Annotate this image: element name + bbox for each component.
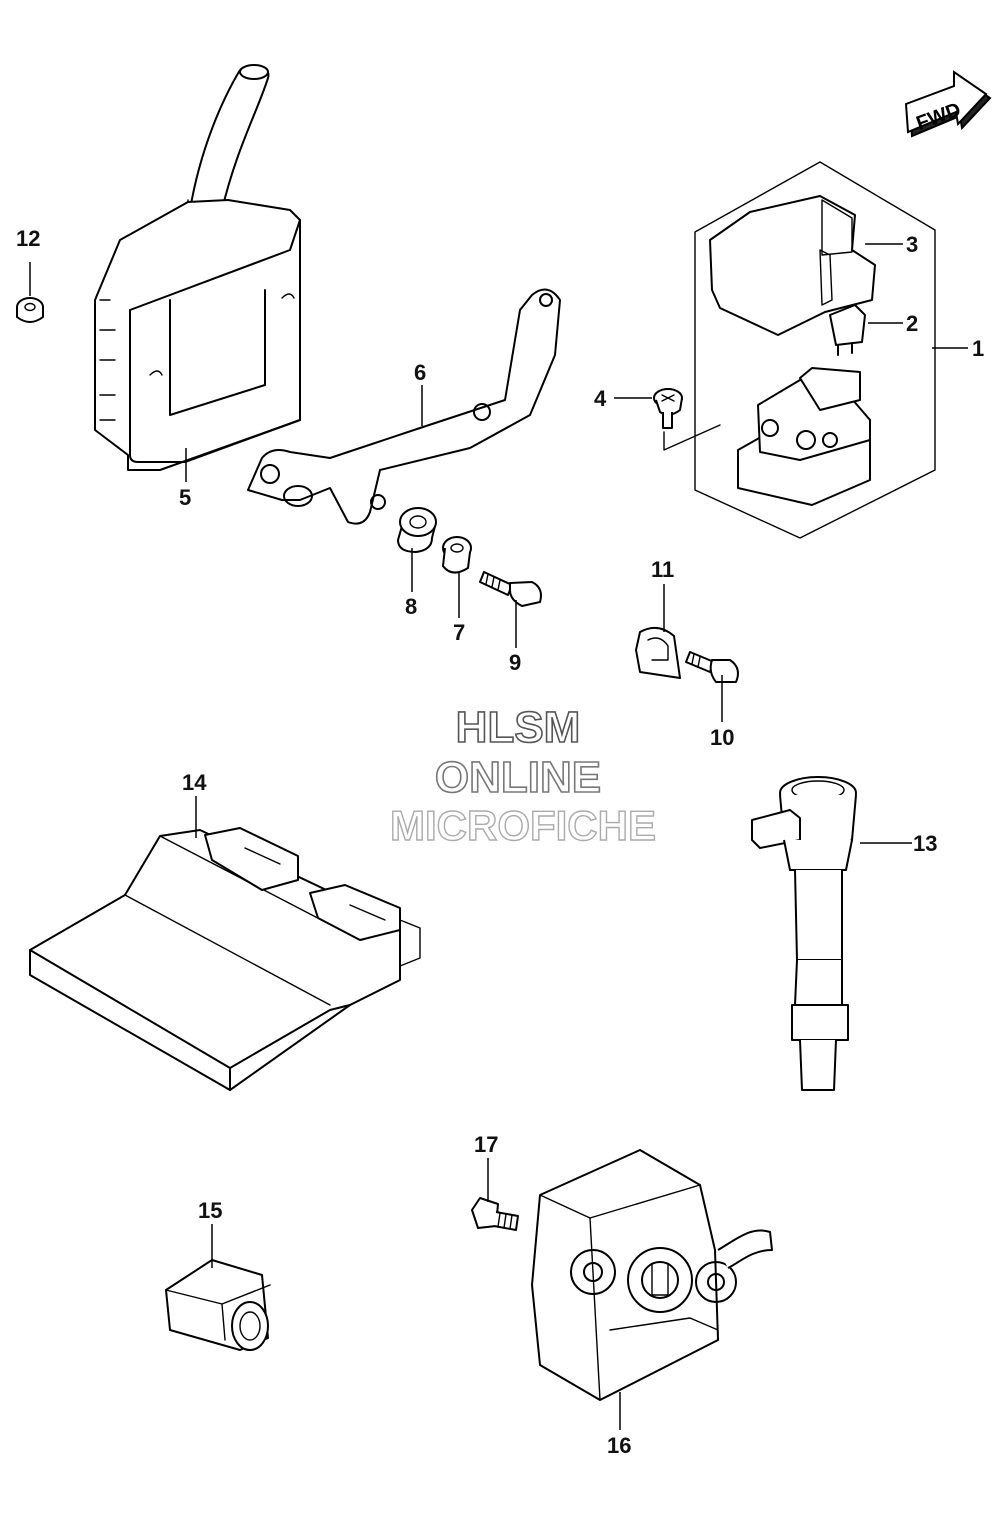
callout-17: 17 [474, 1132, 498, 1157]
part-6-bracket [247, 288, 561, 525]
part-8-grommet [397, 507, 437, 553]
part-7-collar [442, 536, 472, 574]
part-11-clamp [635, 626, 681, 679]
callout-13: 13 [913, 831, 937, 856]
callout-15: 15 [198, 1198, 222, 1223]
part-17-bolt [471, 1197, 519, 1231]
part-10-bolt [685, 651, 739, 683]
callout-1: 1 [972, 336, 984, 361]
part-14-ecm [29, 827, 421, 1091]
callout-6: 6 [414, 360, 426, 385]
part-5-regulator [94, 64, 301, 471]
leader-lines [29, 243, 968, 1430]
callout-5: 5 [179, 485, 191, 510]
watermark-line-2: ONLINE [435, 753, 601, 802]
part-13-ignition-coil [751, 776, 857, 1091]
callout-8: 8 [405, 594, 417, 619]
callout-10: 10 [710, 725, 734, 750]
callout-3: 3 [906, 232, 918, 257]
watermark-line-3: MICROFICHE [390, 802, 656, 849]
fwd-arrow-icon: FWD [904, 70, 992, 138]
part-16-sensor [531, 1149, 773, 1401]
callout-7: 7 [453, 620, 465, 645]
watermark: HLSM ONLINE MICROFICHE [389, 702, 656, 850]
callout-9: 9 [509, 650, 521, 675]
callout-12: 12 [16, 226, 40, 251]
callout-4: 4 [594, 386, 607, 411]
part-9-bolt [479, 571, 542, 607]
part-15-connector [165, 1259, 271, 1351]
part-1-relay-assembly [653, 161, 936, 539]
callout-11: 11 [651, 557, 674, 582]
part-12-nut [16, 297, 44, 323]
callout-2: 2 [906, 311, 918, 336]
watermark-line-1: HLSM [456, 703, 581, 752]
callout-16: 16 [607, 1433, 631, 1458]
callouts: 1 2 3 4 5 6 7 8 9 10 11 12 13 14 15 16 1… [16, 226, 984, 1458]
callout-14: 14 [182, 770, 207, 795]
